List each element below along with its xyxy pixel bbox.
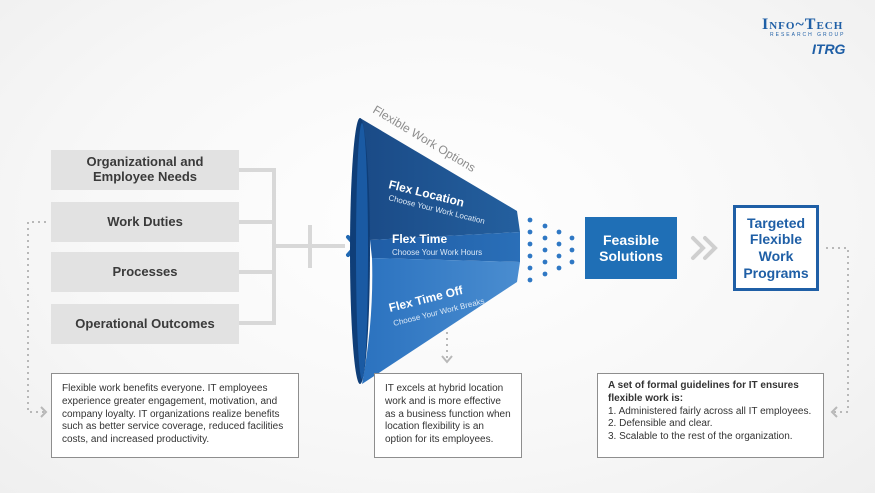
guideline-item: 1. Administered fairly across all IT emp… — [608, 405, 812, 417]
funnel-section-bottom — [362, 258, 520, 384]
feasible-label: Feasible Solutions — [599, 231, 663, 264]
option-subtitle-flex-time: Choose Your Work Hours — [392, 248, 482, 257]
targeted-label: Targeted Flexible Work Programs — [743, 214, 809, 281]
funnel-section-middle — [370, 232, 520, 262]
double-chevron-grey-icon — [691, 236, 718, 260]
note-guidelines: A set of formal guidelines for IT ensure… — [597, 373, 824, 458]
feasible-solutions-box: Feasible Solutions — [585, 217, 677, 279]
input-box-work-duties: Work Duties — [51, 202, 239, 242]
dotted-arrowheads — [40, 355, 838, 418]
input-label: Operational Outcomes — [75, 315, 215, 331]
dotted-guides — [27, 221, 849, 413]
input-label: Organizational and Employee Needs — [86, 154, 204, 184]
input-box-operational-outcomes: Operational Outcomes — [51, 304, 239, 344]
guideline-item: 3. Scalable to the rest of the organizat… — [608, 431, 793, 443]
guideline-item: 2. Defensible and clear. — [608, 418, 713, 430]
input-box-processes: Processes — [51, 252, 239, 292]
note-hybrid: IT excels at hybrid location work and is… — [374, 373, 522, 458]
input-box-needs: Organizational and Employee Needs — [51, 150, 239, 190]
note-hybrid-text: IT excels at hybrid location work and is… — [385, 383, 511, 446]
note-benefits: Flexible work benefits everyone. IT empl… — [51, 373, 299, 458]
input-label: Processes — [112, 263, 178, 279]
funnel-section-top — [360, 118, 520, 240]
itrg-logo-mark: ITRG — [812, 41, 846, 57]
note-benefits-text: Flexible work benefits everyone. IT empl… — [62, 383, 284, 446]
logo-subtitle: RESEARCH GROUP — [770, 32, 846, 38]
output-dots — [527, 217, 575, 283]
input-connectors — [239, 168, 345, 325]
targeted-programs-box: Targeted Flexible Work Programs — [733, 205, 819, 291]
note-guidelines-title: A set of formal guidelines for IT ensure… — [608, 380, 799, 404]
option-title-flex-time: Flex Time — [392, 232, 447, 246]
input-label: Work Duties — [107, 213, 183, 229]
info-tech-logo: Info~Tech — [762, 16, 844, 33]
